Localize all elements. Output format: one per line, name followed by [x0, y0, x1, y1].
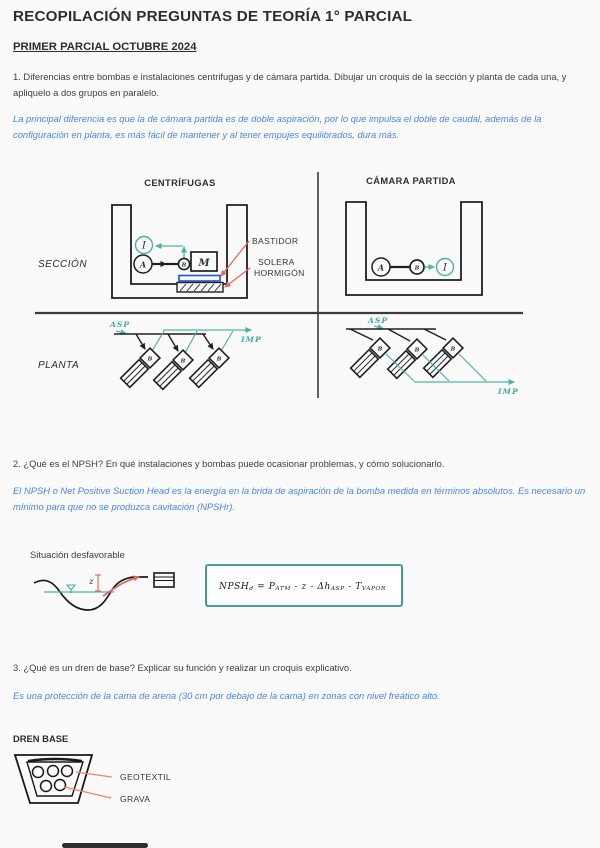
pump-box [153, 572, 175, 588]
water-level-symbol [65, 584, 77, 593]
dren-base-drawing: GEOTEXTIL GRAVA [13, 754, 171, 804]
answer-2-text: El NPSH o Net Positive Suction Head es l… [13, 485, 586, 512]
pump-unit-1: B [119, 346, 162, 389]
pump-unit-2: B [152, 348, 195, 391]
imp-riser-1 [151, 330, 165, 352]
geotextile-fold [27, 757, 83, 763]
imp-drop-r3 [458, 353, 487, 382]
pump-unit-r3: B [422, 336, 465, 379]
camara-partida-planta-sketch: ASP B B [346, 316, 519, 396]
pump-letter-right: B [414, 266, 420, 272]
page-title: RECOPILACIÓN PREGUNTAS DE TEORÍA 1° PARC… [13, 8, 413, 25]
bastidor-label: BASTIDOR [252, 236, 298, 246]
question-1-text: 1. Diferencias entre bombas e instalacio… [13, 71, 567, 98]
formula-part-1: NPSH [218, 582, 249, 592]
tank-outline [111, 204, 248, 299]
suction-branch-3 [202, 333, 214, 350]
geotextil-label: GEOTEXTIL [120, 772, 171, 782]
suction-branch-2 [167, 333, 179, 352]
formula-box [205, 564, 403, 607]
impulsion-letter: I [141, 241, 147, 252]
suction-arrow [102, 575, 140, 597]
terrain-profile [33, 576, 148, 611]
asp-label-left: ASP [109, 320, 130, 329]
centrifugas-heading: CENTRÍFUGAS [144, 178, 216, 188]
npsh-formula: NPSHd = PATM - z - ΔhASP - TVAPOR [218, 582, 386, 592]
impulsion-circle-right [435, 257, 455, 277]
imp-riser-3 [220, 330, 234, 352]
question-3-text: 3. ¿Qué es un dren de base? Explicar su … [13, 662, 352, 673]
formula-part-2: = P [254, 582, 276, 592]
seccion-label: SECCIÓN [38, 257, 87, 270]
solera-label-line1: SOLERA [258, 257, 295, 267]
camara-partida-heading: CÁMARA PARTIDA [366, 176, 456, 186]
answer-3-text: Es una protección de la cama de arena (3… [13, 690, 440, 701]
tank-outline-right [345, 201, 483, 296]
formula-part-4: - T [345, 582, 363, 592]
formula-sub-2: ATM [274, 586, 291, 592]
solera-hatching [179, 283, 222, 292]
pump-unit-r2: B [386, 337, 429, 380]
planta-label: PLANTA [38, 360, 79, 371]
suction-branch-1 [135, 333, 146, 350]
pump-unit-3-letter: B [216, 356, 222, 362]
asp-label-right: ASP [367, 316, 388, 325]
npsh-sketch: z NPSHd = PATM - z - ΔhASP - TVAPOR [33, 564, 403, 611]
imp-drop-r1 [385, 353, 415, 382]
aspiracion-letter-right: A [377, 262, 384, 272]
solera-block [176, 281, 224, 293]
suction-branch-r2 [387, 328, 411, 342]
pump-circle-right [409, 259, 425, 275]
solera-label-line2: HORMIGÓN [254, 268, 305, 278]
aspiracion-letter: A [139, 259, 146, 269]
z-dimension [95, 574, 101, 592]
imp-label-right: IMP [497, 387, 519, 396]
grava-leader-line [63, 786, 112, 799]
answer-1-text: La principal diferencia es que la de cám… [13, 113, 542, 140]
pump-unit-2-letter: B [180, 358, 186, 364]
pump-letter: B [181, 262, 187, 268]
z-label: z [88, 577, 94, 587]
bastidor-leader-line [220, 240, 250, 277]
pump-unit-r1-letter: B [377, 346, 383, 352]
bastidor-frame [178, 274, 221, 282]
pump-unit-r2-letter: B [414, 347, 420, 353]
pump-unit-3: B [188, 346, 231, 389]
grava-label: GRAVA [120, 794, 150, 804]
pump-unit-r1: B [349, 336, 392, 379]
npsh-sketch-caption: Situación desfavorable [30, 549, 125, 560]
geotextil-leader-line [75, 771, 113, 778]
question-2-text: 2. ¿Qué es el NPSH? En qué instalaciones… [13, 458, 445, 469]
pump-unit-r3-letter: B [450, 346, 456, 352]
impulsion-circle [134, 235, 154, 255]
formula-sub-3: ASP [330, 586, 345, 592]
motor-letter: M [197, 258, 210, 269]
asp-arrow-left [115, 329, 127, 336]
horizontal-scrollbar-thumb[interactable] [62, 843, 148, 848]
asp-arrow-right [373, 324, 384, 330]
suction-branch-r3 [423, 328, 447, 341]
imp-label-left: IMP [240, 335, 262, 344]
suction-branch-r1 [349, 328, 374, 341]
imp-riser-2 [184, 330, 198, 354]
gravel-stones [31, 764, 74, 793]
formula-sub-4: VAPOR [362, 586, 386, 592]
dren-base-title: DREN BASE [13, 733, 69, 744]
section-heading: PRIMER PARCIAL OCTUBRE 2024 [13, 41, 197, 53]
imp-drop-r2 [422, 354, 450, 382]
impulsion-letter-right: I [442, 263, 448, 274]
pump-unit-1-letter: B [147, 356, 153, 362]
formula-part-3: - z - Δh [291, 582, 331, 592]
centrifugas-planta-sketch: ASP IMP B [109, 320, 262, 391]
motor-box [190, 251, 218, 272]
formula-sub-1: d [249, 586, 253, 592]
camara-partida-seccion-sketch: A B I [345, 201, 483, 296]
centrifuga-seccion-sketch: I A B M BASTIDOR SOLERA [111, 204, 305, 299]
solera-leader-line [224, 267, 251, 288]
pump-circle [177, 257, 191, 271]
pumps-diagram: CENTRÍFUGAS CÁMARA PARTIDA SECCIÓN PLANT… [35, 172, 523, 398]
